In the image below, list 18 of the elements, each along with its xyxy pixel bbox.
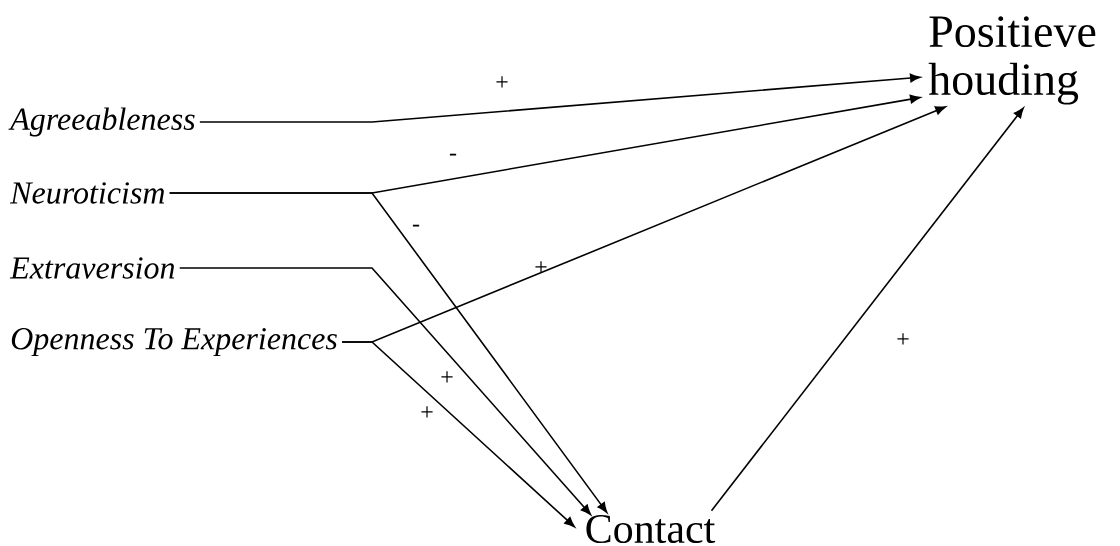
arrow [178, 267, 592, 516]
text-label: Extraversion [9, 257, 175, 279]
arrow [168, 192, 608, 513]
text-label: Agreeableness [8, 107, 195, 137]
text-label: Openness To Experiences [11, 328, 337, 356]
edge-label: + [421, 406, 433, 418]
edge-label: - [449, 153, 457, 156]
edge-label: + [535, 261, 547, 273]
text-label: Neuroticism [10, 182, 165, 204]
text-label: Contact [586, 514, 716, 544]
arrow [710, 107, 1024, 512]
edge-label: + [897, 333, 909, 345]
edge-label: + [441, 371, 453, 383]
edge-label: - [412, 224, 420, 227]
arrow [199, 73, 921, 123]
edge-label: + [496, 76, 508, 88]
arrow [341, 341, 575, 528]
text-label: Positieve houding [928, 16, 1096, 105]
